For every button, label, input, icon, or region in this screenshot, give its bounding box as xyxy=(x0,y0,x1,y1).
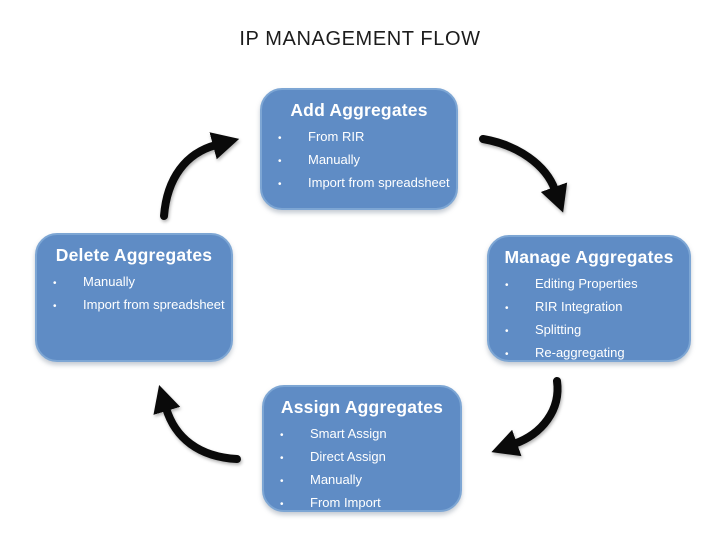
bullet-item: • Import from spreadsheet xyxy=(278,172,450,195)
bullet-label: Import from spreadsheet xyxy=(308,175,450,190)
bullet-item: • From Import xyxy=(280,492,454,515)
bullet-dot: • xyxy=(505,303,509,314)
bullet-label: Manually xyxy=(310,472,363,487)
bullet-label: From RIR xyxy=(308,129,365,144)
bullet-item: • Editing Properties xyxy=(505,273,683,296)
bullet-dot: • xyxy=(278,133,282,144)
diagram-title: IP MANAGEMENT FLOW xyxy=(239,28,481,50)
bullet-dot: • xyxy=(505,349,509,360)
bullet-item: • Direct Assign xyxy=(280,446,454,469)
bullet-list: • Smart Assign • Direct Assign • Manuall… xyxy=(264,423,460,515)
node-heading: Add Aggregates xyxy=(290,100,428,120)
bullet-item: • From RIR xyxy=(278,126,450,149)
bullet-label: Direct Assign xyxy=(310,449,386,464)
bullet-dot: • xyxy=(280,430,284,441)
bullet-label: Editing Properties xyxy=(535,276,638,291)
bullet-dot: • xyxy=(53,278,57,289)
bullet-item: • Re-aggregating xyxy=(505,342,683,365)
flow-node-manage-aggregates: Manage Aggregates • Editing Properties •… xyxy=(487,235,691,362)
bullet-label: From Import xyxy=(310,495,381,510)
curved-arrow-manage-to-assign xyxy=(491,377,562,457)
bullet-item: • RIR Integration xyxy=(505,296,683,319)
bullet-dot: • xyxy=(278,156,282,167)
bullet-list: • Editing Properties • RIR Integration •… xyxy=(489,273,689,365)
bullet-dot: • xyxy=(280,453,284,464)
bullet-list: • Manually • Import from spreadsheet xyxy=(37,271,231,317)
bullet-item: • Import from spreadsheet xyxy=(53,294,225,317)
bullet-item: • Splitting xyxy=(505,319,683,342)
bullet-dot: • xyxy=(280,499,284,510)
curved-arrow-add-to-manage xyxy=(479,135,568,213)
flow-node-add-aggregates: Add Aggregates • From RIR • Manually • I… xyxy=(260,88,458,210)
node-heading: Assign Aggregates xyxy=(280,397,444,417)
bullet-label: Splitting xyxy=(535,322,582,337)
bullet-list: • From RIR • Manually • Import from spre… xyxy=(262,126,456,195)
flow-node-delete-aggregates: Delete Aggregates • Manually • Import fr… xyxy=(35,233,233,362)
bullet-item: • Manually xyxy=(280,469,454,492)
bullet-label: Re-aggregating xyxy=(535,345,625,360)
bullet-label: Manually xyxy=(83,274,136,289)
bullet-item: • Manually xyxy=(278,149,450,172)
curved-arrow-delete-to-add xyxy=(160,132,240,220)
bullet-dot: • xyxy=(53,301,57,312)
bullet-label: Import from spreadsheet xyxy=(83,297,225,312)
bullet-item: • Manually xyxy=(53,271,225,294)
flow-node-assign-aggregates: Assign Aggregates • Smart Assign • Direc… xyxy=(262,385,462,512)
bullet-dot: • xyxy=(505,280,509,291)
curved-arrow-assign-to-delete xyxy=(153,385,241,463)
bullet-label: Smart Assign xyxy=(310,426,387,441)
bullet-dot: • xyxy=(278,179,282,190)
node-heading: Manage Aggregates xyxy=(504,247,674,267)
bullet-dot: • xyxy=(505,326,509,337)
bullet-label: RIR Integration xyxy=(535,299,623,314)
node-heading: Delete Aggregates xyxy=(55,245,213,265)
bullet-item: • Smart Assign xyxy=(280,423,454,446)
bullet-dot: • xyxy=(280,476,284,487)
bullet-label: Manually xyxy=(308,152,361,167)
